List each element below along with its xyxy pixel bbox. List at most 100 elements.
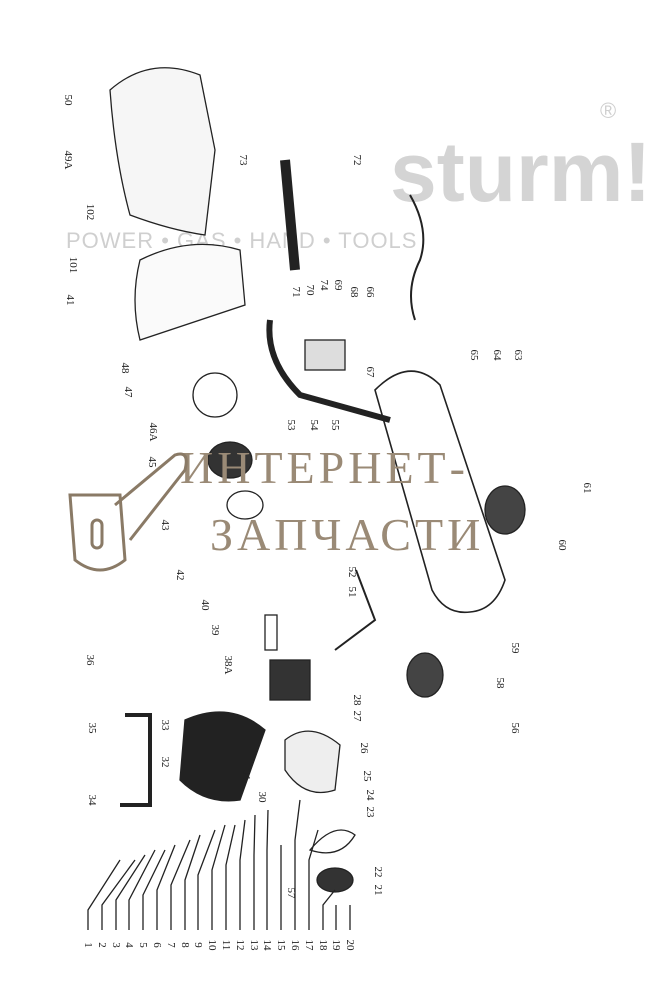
- part-label: 24: [364, 789, 376, 801]
- fan-guard: [134, 243, 246, 341]
- part-label: 34: [86, 794, 98, 806]
- part-label: 43: [159, 519, 171, 531]
- motor-stator: [269, 659, 311, 701]
- part-label: 101: [67, 256, 79, 274]
- part-label: 57: [285, 887, 297, 899]
- wheel-58: [406, 652, 444, 698]
- part-label: 102: [84, 203, 96, 221]
- part-label: 54: [308, 419, 320, 431]
- part-label: 45: [146, 456, 158, 468]
- part-label: 5: [137, 942, 149, 948]
- part-label: 17: [303, 939, 315, 951]
- pressure-switch: [304, 339, 346, 371]
- part-label: 26: [358, 742, 370, 754]
- part-label: 2: [96, 942, 108, 948]
- part-label: 51: [346, 586, 358, 598]
- part-label: 35: [86, 722, 98, 734]
- rotor: [264, 614, 278, 651]
- carry-handle: [120, 713, 152, 807]
- fan: [192, 372, 238, 418]
- part-label: 73: [237, 154, 249, 166]
- part-label: 41: [64, 294, 76, 306]
- part-label: 9: [192, 942, 204, 948]
- crankcase: [284, 730, 341, 794]
- part-label: 68: [348, 286, 360, 298]
- part-label: 31: [240, 769, 252, 781]
- part-label: 40: [199, 599, 211, 611]
- part-label: 38A: [222, 655, 234, 675]
- tank-handle: [266, 319, 391, 423]
- part-label: 12: [234, 939, 246, 951]
- shop-logo-line2: ЗАПЧАСТИ: [210, 509, 485, 560]
- part-label: 58: [494, 677, 506, 689]
- part-label: 64: [491, 349, 503, 361]
- part-label: 6: [151, 942, 163, 948]
- part-label: 7: [165, 942, 177, 948]
- pulley: [226, 490, 264, 520]
- shop-logo-line1: ИНТЕРНЕТ-: [180, 442, 469, 493]
- part-label: 19: [330, 939, 342, 951]
- part-label: 65: [468, 349, 480, 361]
- wheel-60: [484, 485, 526, 535]
- pipe-51: [334, 569, 377, 651]
- part-label: 52: [346, 566, 358, 578]
- part-label: 27: [351, 710, 363, 722]
- belt-cover: [109, 67, 216, 236]
- part-label: 21: [372, 884, 384, 896]
- part-label: 48: [119, 362, 131, 374]
- part-label: 53: [285, 419, 297, 431]
- part-label: 25: [361, 770, 373, 782]
- part-label: 50: [62, 94, 74, 106]
- part-label: 22: [372, 866, 384, 878]
- part-label: 8: [179, 942, 191, 948]
- part-label: 32: [159, 756, 171, 768]
- part-label: 71: [290, 286, 302, 298]
- part-label: 47: [122, 386, 134, 398]
- part-label: 13: [248, 939, 260, 951]
- part-label: 30: [256, 791, 268, 803]
- part-label: 49A: [62, 150, 74, 170]
- part-label: 69: [332, 279, 344, 291]
- part-label: 46A: [147, 422, 159, 442]
- watermark-brand: sturm!: [390, 125, 652, 219]
- part-label: 42: [174, 569, 186, 581]
- part-label: 74: [318, 279, 330, 291]
- cooler: [207, 441, 253, 479]
- part-label: 63: [512, 349, 524, 361]
- part-label: 56: [509, 722, 521, 734]
- air-filter: [316, 867, 354, 893]
- filter-cover: [308, 829, 356, 854]
- part-label: 10: [206, 939, 218, 951]
- part-label: 4: [123, 942, 135, 948]
- part-label: 1: [82, 942, 94, 948]
- part-label: 72: [351, 154, 363, 166]
- part-label: 11: [220, 939, 232, 951]
- part-label: 18: [317, 939, 329, 951]
- part-label: 15: [275, 939, 287, 951]
- watermark-slogan: POWER • GAS • HAND • TOOLS: [66, 228, 418, 253]
- power-cord: [409, 194, 425, 321]
- part-label: 14: [261, 939, 273, 951]
- part-label: 66: [364, 286, 376, 298]
- part-label: 3: [110, 942, 122, 948]
- part-label: 70: [304, 284, 316, 296]
- part-label: 61: [581, 482, 593, 494]
- hose-73: [280, 159, 300, 271]
- part-label: 16: [289, 939, 301, 951]
- part-label: 55: [329, 419, 341, 431]
- part-label: 67: [364, 366, 376, 378]
- leader-lines: [87, 799, 351, 930]
- part-label: 60: [556, 539, 568, 551]
- part-label: 23: [364, 806, 376, 818]
- air-tank: [374, 370, 506, 614]
- part-label: 39: [209, 624, 221, 636]
- watermark-registered: ®: [600, 98, 617, 123]
- part-label: 59: [509, 642, 521, 654]
- part-label: 33: [159, 719, 171, 731]
- part-label: 36: [84, 654, 96, 666]
- part-label: 20: [344, 939, 356, 951]
- part-label: 28: [351, 694, 363, 706]
